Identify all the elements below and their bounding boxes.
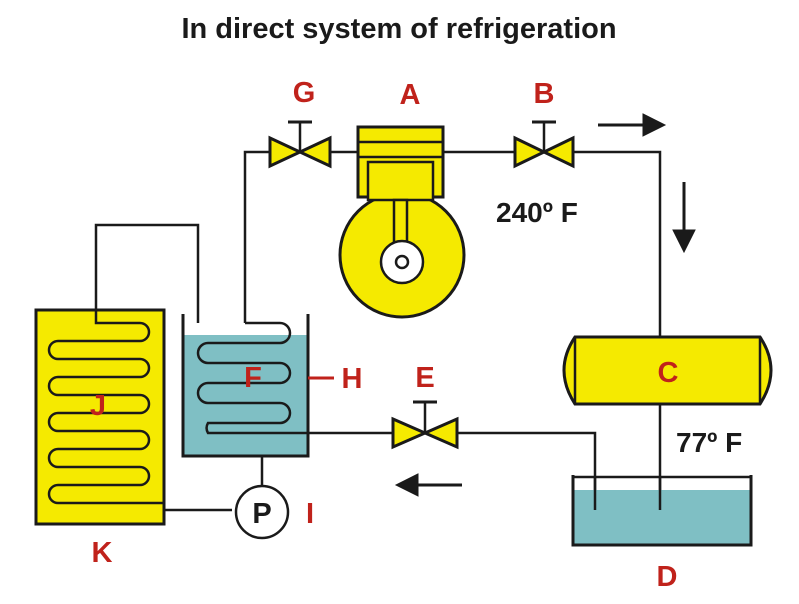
valve-b xyxy=(513,120,575,169)
label-h: H xyxy=(342,363,363,395)
label-d: D xyxy=(657,561,678,593)
label-a: A xyxy=(400,79,421,111)
valve-e xyxy=(391,400,459,450)
diagram-title: In direct system of refrigeration xyxy=(181,13,616,45)
label-c: C xyxy=(658,357,679,389)
pump-icon xyxy=(234,484,290,540)
compressor xyxy=(338,125,466,319)
evaporator-coil xyxy=(196,321,308,435)
label-b: B xyxy=(534,78,555,110)
tank-walls xyxy=(181,314,310,458)
condenser-outlet-temperature: 77º F xyxy=(676,427,742,458)
label-k: K xyxy=(92,537,113,569)
flow-arrows xyxy=(394,113,696,497)
flow-arrow-icon xyxy=(598,113,667,137)
valve-g xyxy=(268,120,332,169)
discharge-pipe xyxy=(243,150,662,337)
label-g: G xyxy=(293,77,316,109)
receiver xyxy=(571,475,753,547)
crank-pin xyxy=(394,254,410,270)
receiver-walls xyxy=(571,475,753,547)
component-labels: G A B C D E F H I J K xyxy=(90,77,679,593)
compressor-piston xyxy=(366,160,435,202)
label-e: E xyxy=(415,362,434,394)
evaporator-tank xyxy=(181,314,334,458)
liquid-line-pipe xyxy=(308,431,597,490)
discharge-temperature: 240º F xyxy=(496,197,578,228)
cooling-coil xyxy=(47,310,164,505)
flow-arrow-icon xyxy=(394,473,462,497)
pump: P xyxy=(234,484,290,540)
pump-label: P xyxy=(252,498,271,530)
brine-liquid xyxy=(183,335,308,456)
brine-return-pipe xyxy=(94,223,200,323)
condenser xyxy=(562,335,773,406)
label-f: F xyxy=(244,362,262,394)
cooling-coil-box xyxy=(34,308,166,526)
label-i: I xyxy=(306,498,314,530)
flow-arrow-icon xyxy=(672,182,696,254)
cooling-coil-unit xyxy=(34,308,166,526)
label-j: J xyxy=(90,390,106,422)
receiver-liquid xyxy=(573,490,751,545)
